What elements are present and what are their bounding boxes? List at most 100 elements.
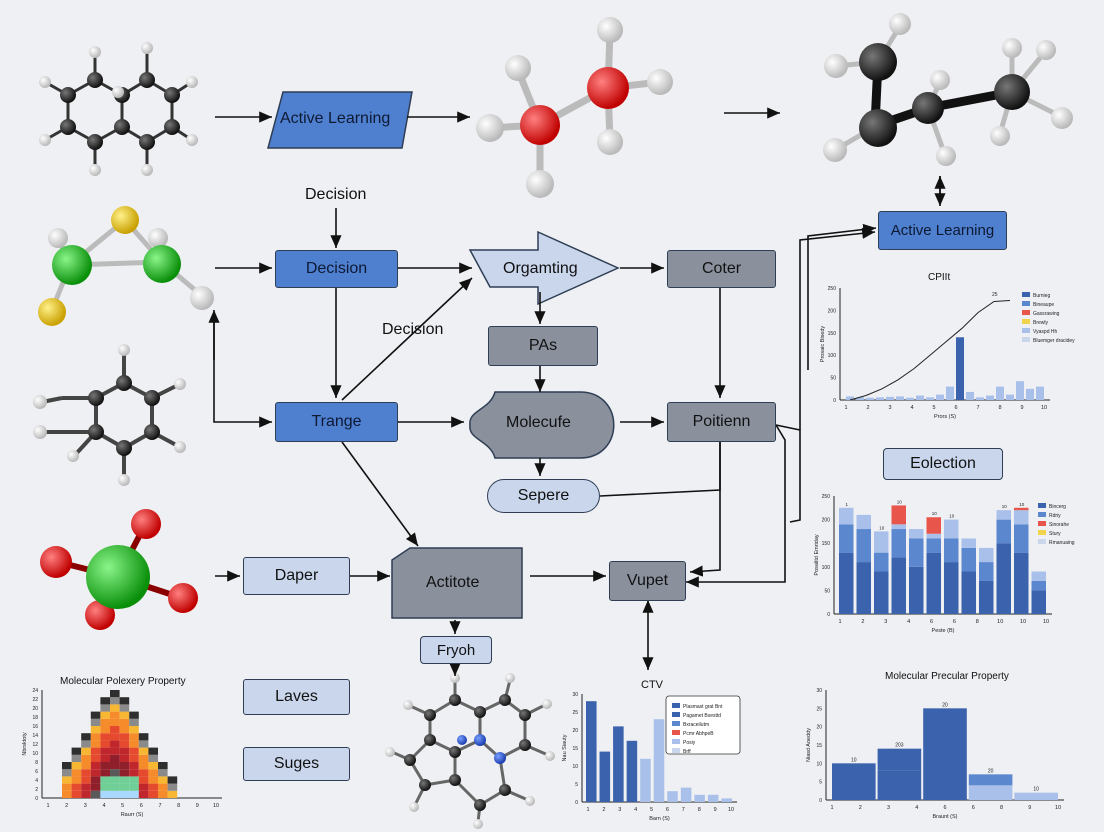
eolection-bar-segment <box>839 524 854 553</box>
eolection-bar-label: 10 <box>1019 502 1025 507</box>
heatmap-cell <box>100 754 110 762</box>
cpiit-legend-entry: Gassrawing <box>1033 311 1060 317</box>
eolection-legend-swatch <box>1038 521 1046 526</box>
eolection-ytick: 100 <box>822 565 831 571</box>
ctv-ytick: 0 <box>575 800 578 806</box>
heatmap-ytick: 16 <box>32 724 38 730</box>
cpiit-bar <box>886 396 894 400</box>
heatmap-cell <box>81 754 91 762</box>
eolection-bar-label: 10 <box>897 499 903 504</box>
heatmap-cell <box>71 776 82 784</box>
heatmap-ytick: 2 <box>35 787 38 793</box>
precular-xtick: 6 <box>943 805 946 811</box>
eolection-legend-swatch <box>1038 539 1046 544</box>
laves-box[interactable]: Laves <box>243 679 350 715</box>
heatmap-cell <box>90 740 101 748</box>
active-learning-right-box[interactable]: Active Learning <box>878 211 1007 250</box>
precular-bar-label: 20 <box>942 702 948 708</box>
heatmap-ytick: 0 <box>35 796 38 802</box>
vupet-box[interactable]: Vupet <box>609 561 686 601</box>
cpiit-bar <box>906 397 914 400</box>
eolection-bar-segment <box>1014 507 1029 511</box>
heatmap-cell <box>119 769 130 777</box>
cpiit-xtick: 7 <box>976 405 979 411</box>
poitienn-box[interactable]: Poitienn <box>667 402 776 442</box>
eolection-bar-segment <box>944 519 959 539</box>
eolection-box[interactable]: Eolection <box>883 448 1003 480</box>
cpiit-ytick: 0 <box>833 398 836 404</box>
cpiit-ylabel: Prosaic Bisedy <box>820 326 826 363</box>
eolection-bar-segment <box>1014 510 1029 525</box>
heatmap-cell <box>129 762 139 770</box>
trange-box[interactable]: Trange <box>275 402 398 442</box>
heatmap-cell <box>110 726 120 734</box>
ctv-bar <box>694 794 705 802</box>
molecule-shape[interactable] <box>469 391 615 459</box>
ctv-xtick: 9 <box>714 807 717 813</box>
ctv-xtick: 6 <box>666 807 669 813</box>
cpiit-bar <box>846 396 854 400</box>
eolection-legend-entry: Sinorahe <box>1049 522 1069 528</box>
heatmap-cell <box>90 790 101 798</box>
cpiit-bar <box>976 397 984 400</box>
heatmap-cell <box>100 776 110 784</box>
molecule-carbon-chain-icon <box>823 13 1073 166</box>
heatmap-cell <box>90 783 101 791</box>
cpiit-bar <box>966 391 974 400</box>
eolection-legend-swatch <box>1038 530 1046 535</box>
eolection-bar-segment <box>961 571 976 614</box>
pas-box[interactable]: PAs <box>488 326 598 366</box>
daper-box[interactable]: Daper <box>243 557 350 595</box>
eolection-bar-segment <box>909 529 924 539</box>
heatmap-cell <box>110 690 120 698</box>
ctv-ylabel: Nau Siauty <box>562 734 568 761</box>
cpiit-bar <box>1016 381 1024 400</box>
heatmap-cell <box>138 769 149 777</box>
decision-box[interactable]: Decision <box>275 250 398 288</box>
eolection-xtick: 6 <box>930 619 933 625</box>
heatmap-cell <box>100 697 110 705</box>
actitote-shape[interactable] <box>391 547 523 619</box>
heatmap-cell <box>62 762 72 770</box>
molecule-benzene-top-left-icon <box>39 42 198 176</box>
heatmap-cell <box>110 697 120 705</box>
organizing-arrow-shape[interactable] <box>468 230 620 306</box>
heatmap-cell <box>110 776 120 784</box>
cpiit-bar <box>866 397 874 400</box>
cpiit-legend-swatch <box>1022 310 1030 315</box>
sepere-box[interactable]: Sepere <box>487 479 600 513</box>
cpiit-title: CPIIt <box>928 272 951 283</box>
eolection-bar-segment <box>979 562 994 581</box>
heatmap-cell <box>110 769 120 777</box>
heatmap-cell <box>119 733 130 741</box>
eolection-xtick: 1 <box>838 619 841 625</box>
ctv-bar <box>707 794 719 802</box>
heatmap-ytick: 24 <box>32 688 38 694</box>
precular-bar-label: 10 <box>1033 787 1039 793</box>
ctv-legend-swatch <box>672 730 680 735</box>
cpiit-ytick: 50 <box>830 376 836 382</box>
ctv-bar <box>626 740 638 802</box>
heatmap-xtick: 6 <box>140 803 143 809</box>
heatmap-cell <box>110 754 120 762</box>
active-learning-top-shape[interactable] <box>267 91 413 149</box>
heatmap-cell <box>90 726 101 734</box>
heatmap-cell <box>138 740 149 748</box>
suges-box[interactable]: Suges <box>243 747 350 781</box>
cpiit-bar <box>896 396 904 400</box>
coter-box[interactable]: Coter <box>667 250 776 288</box>
heatmap-cell <box>81 740 91 748</box>
heatmap-cell <box>110 783 120 791</box>
heatmap-cell <box>119 697 130 705</box>
cpiit-xtick: 10 <box>1041 405 1047 411</box>
heatmap-cell <box>71 783 82 791</box>
fryoh-box[interactable]: Fryoh <box>420 636 492 664</box>
eolection-xtick: 8 <box>976 619 979 625</box>
precular-bar-segment <box>1014 792 1058 800</box>
cpiit-bar <box>996 386 1004 400</box>
eolection-xlabel: Peste (B) <box>932 628 955 634</box>
molecule-sulfur-green-icon <box>38 206 214 326</box>
heatmap-cell <box>158 769 168 777</box>
